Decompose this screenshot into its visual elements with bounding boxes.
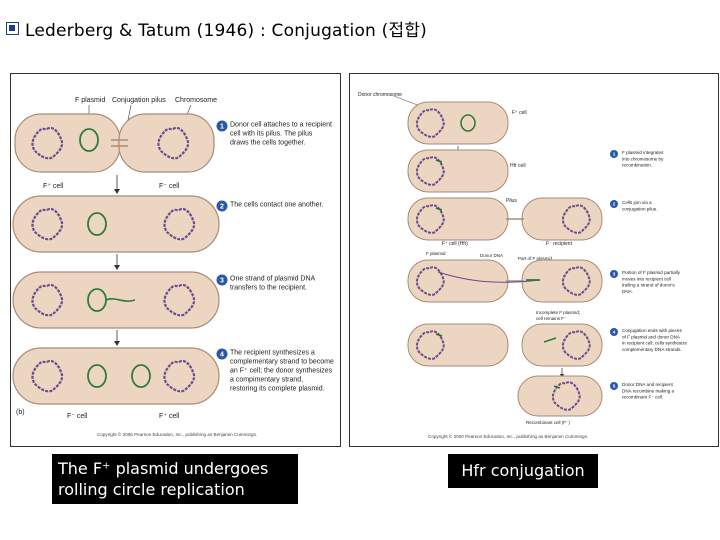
right-step-5-text: Donor DNA and recipient <box>622 382 674 387</box>
label-part-of-f-plasmid: Part of F plasmid <box>518 256 553 261</box>
left-steps: 1 Donor cell attaches to a recipient cell … <box>216 120 334 392</box>
right-step-3-badge <box>610 270 618 278</box>
right-step-2-text: Cells join via a <box>622 200 652 205</box>
label-f-minus-cell: F⁻ cell <box>159 183 180 190</box>
right-step-3-text: trailing a strand of donor's <box>622 283 675 288</box>
right-step-4-number: 4 <box>613 330 616 335</box>
label-f-plus-cell-right: F⁺ cell <box>512 110 527 116</box>
label-bottom-f-plus: F⁺ cell <box>159 413 180 420</box>
left-step-3-text: transfers to the recipient. <box>230 284 307 291</box>
cell-pair-row-3 <box>12 271 220 329</box>
page-title: Lederberg & Tatum (1946) : Conjugation (… <box>25 21 427 41</box>
left-step-3-number: 3 <box>220 277 224 284</box>
left-step-1-text: Donor cell attaches to a recipient <box>230 121 332 128</box>
right-figure-svg: Donor chromosome F⁺ cell Hfr cell Pilus … <box>358 92 688 439</box>
caption-left-line-2: rolling circle replication <box>58 480 245 499</box>
left-step-4-text: complementary strand to become <box>230 358 334 365</box>
left-step-2-number: 2 <box>220 203 224 210</box>
transfer-cells <box>407 259 603 303</box>
left-step-4-text: The recipient synthesizes a <box>230 349 315 356</box>
left-figure-svg: F plasmid Conjugation pilus Chromosome F… <box>12 97 334 437</box>
right-step-4-text: in recipient cell; cells synthesize <box>622 341 688 346</box>
cell-pair-row-4 <box>12 347 220 405</box>
left-step-2-text: The cells contact one another. <box>230 201 323 208</box>
right-step-5-badge <box>610 382 618 390</box>
caption-left-line-1: The F⁺ plasmid undergoes <box>58 459 269 478</box>
right-step-3-text: moves into recipient cell <box>622 276 671 281</box>
right-step-1-text: recombination. <box>622 163 652 168</box>
label-f-plus-hfr: F⁺ cell (Hfr) <box>442 241 468 247</box>
left-step-1-text: cell with its pilus. The pilus <box>230 130 313 137</box>
label-chromosome: Chromosome <box>175 97 217 104</box>
right-step-3-text: DNA. <box>622 289 633 294</box>
left-step-3-badge <box>216 274 228 286</box>
label-recombinant-cell: Recombinant cell (F⁻) <box>526 420 570 425</box>
right-step-2-badge <box>610 200 618 208</box>
separated-cells <box>407 323 603 367</box>
left-step-3-text: One strand of plasmid DNA <box>230 275 316 282</box>
left-step-1-badge <box>216 120 228 132</box>
label-f-recipient: F⁻ recipient <box>546 241 573 247</box>
right-step-4-text: Conjugation ends with pieces <box>622 328 682 333</box>
title-bar: Lederberg & Tatum (1946) : Conjugation (… <box>6 16 427 41</box>
label-conjugation-pilus: Conjugation pilus <box>112 97 166 104</box>
right-step-3-number: 3 <box>613 272 616 277</box>
left-figure-panel: F plasmid Conjugation pilus Chromosome F… <box>10 73 341 447</box>
checkbox-bullet-icon <box>6 22 19 35</box>
right-step-3-text: Portion of F plasmid partially <box>622 270 681 275</box>
right-copyright: Copyright © 2000 Pearson Education, Inc.… <box>428 433 588 439</box>
label-donor-chromosome: Donor chromosome <box>358 92 402 98</box>
right-step-4-text: of F plasmid and donor DNA <box>622 334 681 339</box>
right-step-5-number: 5 <box>613 384 616 389</box>
f-plus-cell <box>407 101 509 145</box>
label-f-plus-cell: F⁺ cell <box>43 183 64 190</box>
joined-cells-pilus <box>407 197 603 241</box>
right-step-2-text: conjugation pilus. <box>622 206 658 211</box>
cell-pair-row-1 <box>14 113 215 173</box>
left-step-4-text: an F⁺ cell; the donor synthesizes <box>230 367 333 374</box>
label-bottom-f-minus: F⁻ cell <box>67 413 88 420</box>
label-donor-dna: Donor DNA <box>480 253 503 258</box>
right-step-5-text: recombinant F⁻ cell. <box>622 395 663 400</box>
recombinant-cell <box>517 375 603 417</box>
label-incomplete-f-1: Incomplete F plasmid; <box>536 310 580 315</box>
label-f-plasmid: F plasmid <box>75 97 105 104</box>
label-pilus: Pilus <box>506 198 517 204</box>
left-step-1-text: draws the cells together. <box>230 139 306 146</box>
label-hfr-cell: Hfr cell <box>510 163 526 169</box>
left-step-4-badge <box>216 348 228 360</box>
right-step-5-text: DNA recombine making a <box>622 388 675 393</box>
left-step-1-number: 1 <box>220 123 224 130</box>
right-step-1-text: into chromosome by <box>622 156 664 161</box>
right-figure-panel: Donor chromosome F⁺ cell Hfr cell Pilus … <box>349 73 719 447</box>
label-f-plasmid-right: F plasmid <box>426 251 446 256</box>
right-step-4-text: complementary DNA strands. <box>622 347 682 352</box>
right-step-4-badge <box>610 328 618 336</box>
panel-letter: (b) <box>16 409 25 416</box>
caption-left: The F⁺ plasmid undergoes rolling circle … <box>52 454 298 504</box>
cell-pair-row-2 <box>12 195 220 253</box>
label-incomplete-f-2: cell remains F⁻ <box>536 316 567 321</box>
caption-right: Hfr conjugation <box>448 454 598 488</box>
right-step-2-number: 2 <box>613 202 616 207</box>
right-step-1-badge <box>610 150 618 158</box>
left-step-4-number: 4 <box>220 351 224 358</box>
right-step-1-text: F plasmid integrates <box>622 150 664 155</box>
hfr-cell <box>407 149 509 193</box>
left-step-4-text: restoring its complete plasmid. <box>230 385 325 392</box>
left-copyright: Copyright © 2006 Pearson Education, Inc.… <box>97 431 257 437</box>
left-step-2-badge <box>216 200 228 212</box>
left-step-4-text: a compimentary strand, <box>230 376 303 383</box>
right-step-1-number: 1 <box>613 152 616 157</box>
